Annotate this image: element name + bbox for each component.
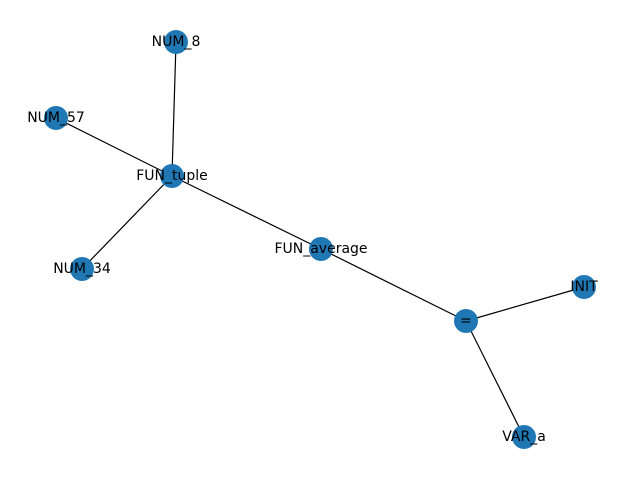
- node-circle: [70, 257, 94, 281]
- node-num-57: NUM_57: [27, 106, 85, 130]
- node-circle: [44, 106, 68, 130]
- node-eq: =: [454, 309, 478, 333]
- edge-num_57-fun_tuple: [55, 117, 173, 177]
- node-circle: [160, 164, 184, 188]
- node-num-8: NUM_8: [152, 30, 201, 54]
- node-label: VAR_a: [502, 429, 546, 445]
- node-label: =: [460, 313, 472, 329]
- node-circle: [454, 309, 478, 333]
- edge-num_8-fun_tuple: [171, 41, 177, 177]
- edge-fun_tuple-fun_average: [171, 175, 322, 250]
- edge-fun_average-eq: [320, 248, 467, 322]
- node-label: FUN_average: [274, 241, 367, 257]
- node-fun-tuple: FUN_tuple: [136, 164, 208, 188]
- node-num-34: NUM_34: [53, 257, 111, 281]
- node-label: NUM_34: [53, 261, 111, 277]
- node-init: INIT: [570, 275, 598, 299]
- node-circle: [309, 237, 333, 261]
- node-label: NUM_8: [152, 34, 201, 50]
- node-circle: [572, 275, 596, 299]
- edge-layer: [55, 41, 585, 438]
- edge-num_34-fun_tuple: [81, 175, 173, 270]
- edge-eq-var_a: [465, 320, 525, 438]
- node-var-a: VAR_a: [502, 425, 546, 449]
- node-fun-average: FUN_average: [274, 237, 368, 261]
- edge-eq-init: [465, 286, 585, 322]
- node-circle: [512, 425, 536, 449]
- node-label: FUN_tuple: [136, 168, 208, 184]
- node-circle: [164, 30, 188, 54]
- node-label: NUM_57: [27, 110, 85, 126]
- node-label: INIT: [570, 279, 598, 295]
